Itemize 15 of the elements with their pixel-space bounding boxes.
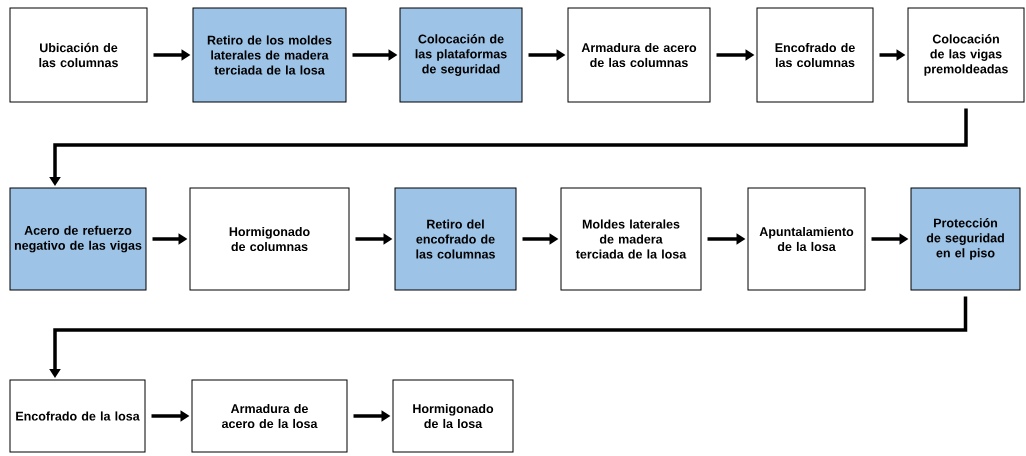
process-box: Armadura de acero de las columnas: [567, 7, 711, 103]
process-box: Encofrado de las columnas: [756, 7, 874, 103]
process-box: Protección de seguridad en el piso: [910, 187, 1021, 291]
process-box: Colocación de las vigas premoldeadas: [907, 7, 1025, 103]
process-box: Moldes laterales de madera terciada de la losa: [560, 187, 702, 291]
process-box: Apuntalamiento de la losa: [747, 187, 866, 291]
process-box: Hormigonado de columnas: [189, 187, 350, 291]
process-box: Colocación de las plataformas de seguridad: [399, 7, 523, 103]
process-box: Retiro del encofrado de las columnas: [394, 187, 517, 291]
process-box: Ubicación de las columnas: [9, 7, 148, 103]
process-box: Acero de refuerzo negativo de las vigas: [9, 187, 147, 291]
process-box: Armadura de acero de la losa: [191, 379, 348, 453]
process-box: Retiro de los moldes laterales de madera terciada de la losa: [192, 7, 347, 103]
process-box: Hormigonado de la losa: [392, 379, 514, 453]
process-box: Encofrado de la losa: [9, 379, 146, 453]
